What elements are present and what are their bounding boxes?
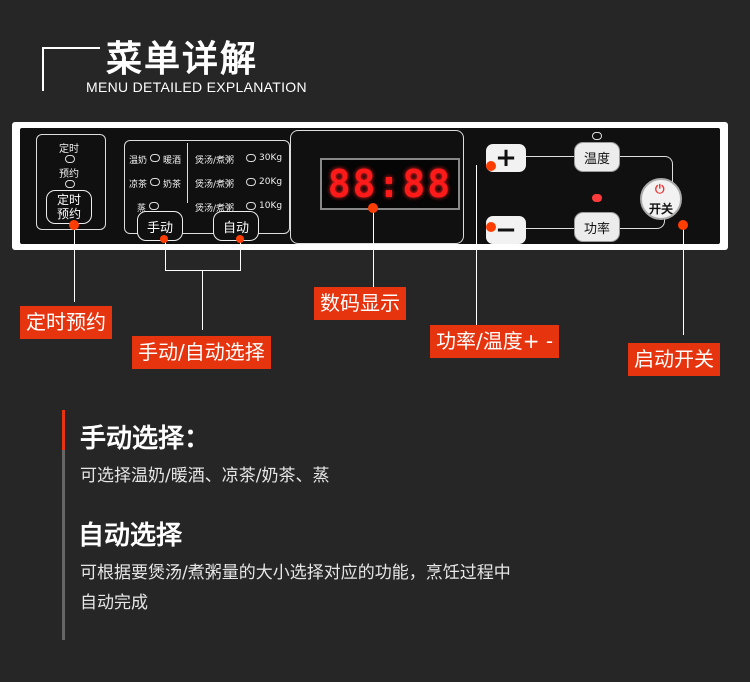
leader-display xyxy=(373,208,374,288)
section-bar xyxy=(62,410,65,640)
leader-power-temp xyxy=(476,165,477,325)
digital-display: 88:88 xyxy=(320,158,460,210)
reserve-led xyxy=(65,180,75,188)
onoff-button[interactable]: ⏻ 开关 xyxy=(640,178,682,220)
leader-dot-start xyxy=(678,220,688,230)
auto-section-text-1: 可根据要煲汤/煮粥量的大小选择对应的功能，烹饪过程中 xyxy=(80,563,511,583)
liangcha-led xyxy=(150,178,160,186)
callout-timer: 定时预约 xyxy=(20,306,112,339)
leader-mode xyxy=(202,270,203,330)
mode-divider xyxy=(187,143,188,203)
callout-mode: 手动/自动选择 xyxy=(132,336,271,369)
mode-section: 温奶 暖酒 凉茶 奶茶 蒸 煲汤/煮粥 30Kg 煲汤/煮粥 20Kg 煲汤/煮… xyxy=(124,140,290,241)
auto-section-text-2: 自动完成 xyxy=(80,593,148,613)
onoff-label: 开关 xyxy=(649,202,674,216)
power-button[interactable]: 功率 xyxy=(574,212,620,242)
header-bracket xyxy=(42,47,100,91)
option-auto-3-kg: 10Kg xyxy=(259,201,283,211)
option-liangcha: 凉茶 xyxy=(129,180,148,190)
leader-dot-display xyxy=(368,203,378,213)
timer-button-line2: 预约 xyxy=(56,207,81,221)
control-panel-face: 定时 预约 定时 预约 温奶 暖酒 凉茶 奶茶 蒸 煲汤/煮粥 30Kg xyxy=(20,128,720,245)
timer-reserve-button[interactable]: 定时 预约 xyxy=(46,190,92,224)
manual-section-title: 手动选择： xyxy=(80,424,211,454)
leader-manual xyxy=(165,240,166,270)
control-panel: 定时 预约 定时 预约 温奶 暖酒 凉茶 奶茶 蒸 煲汤/煮粥 30Kg xyxy=(12,122,728,250)
manual-section-text: 可选择温奶/暖酒、凉茶/奶茶、蒸 xyxy=(80,466,330,486)
option-auto-2: 煲汤/煮粥 xyxy=(195,180,235,190)
wire-plus xyxy=(526,156,576,157)
option-auto-1-kg: 30Kg xyxy=(259,153,283,163)
leader-timer xyxy=(74,222,75,302)
power-symbol-icon: ⏻ xyxy=(655,182,665,196)
auto-2-led xyxy=(246,178,256,186)
label-yuyue: 预约 xyxy=(59,169,79,180)
power-led xyxy=(592,194,602,202)
timer-section: 定时 预约 定时 预约 xyxy=(36,134,106,230)
timer-button-line1: 定时 xyxy=(56,193,81,207)
callout-start: 启动开关 xyxy=(628,343,720,376)
option-auto-1: 煲汤/煮粥 xyxy=(195,156,235,166)
wire-temp xyxy=(620,156,673,197)
leader-dot-manual xyxy=(160,235,168,243)
callout-display: 数码显示 xyxy=(314,287,406,320)
label-dingshi: 定时 xyxy=(59,144,79,155)
page-title: 菜单详解 xyxy=(106,39,259,80)
leader-dot-auto xyxy=(236,235,244,243)
wennai-led xyxy=(150,154,160,162)
option-zheng: 蒸 xyxy=(137,204,147,214)
leader-auto xyxy=(240,240,241,270)
leader-mode-join xyxy=(165,270,241,271)
page-subtitle: MENU DETAILED EXPLANATION xyxy=(86,79,307,95)
auto-section-title: 自动选择 xyxy=(78,521,183,551)
option-naicha: 奶茶 xyxy=(163,180,182,190)
option-auto-2-kg: 20Kg xyxy=(259,177,283,187)
zheng-led xyxy=(149,202,159,210)
callout-power-temp: 功率/温度+ - xyxy=(430,325,560,358)
section-accent xyxy=(62,410,65,450)
leader-dot-plus xyxy=(486,161,496,171)
option-wennai: 温奶 xyxy=(129,156,148,166)
option-auto-3: 煲汤/煮粥 xyxy=(195,204,235,214)
auto-1-led xyxy=(246,154,256,162)
temperature-button[interactable]: 温度 xyxy=(574,142,620,172)
leader-start xyxy=(683,225,684,335)
wire-minus xyxy=(526,228,576,229)
timer-led xyxy=(65,155,75,163)
auto-3-led xyxy=(246,202,256,210)
leader-dot-minus xyxy=(486,222,496,232)
leader-dot-timer xyxy=(69,220,79,230)
temperature-led xyxy=(592,132,602,140)
option-nuanjiu: 暖酒 xyxy=(163,156,182,166)
display-frame xyxy=(290,130,464,244)
